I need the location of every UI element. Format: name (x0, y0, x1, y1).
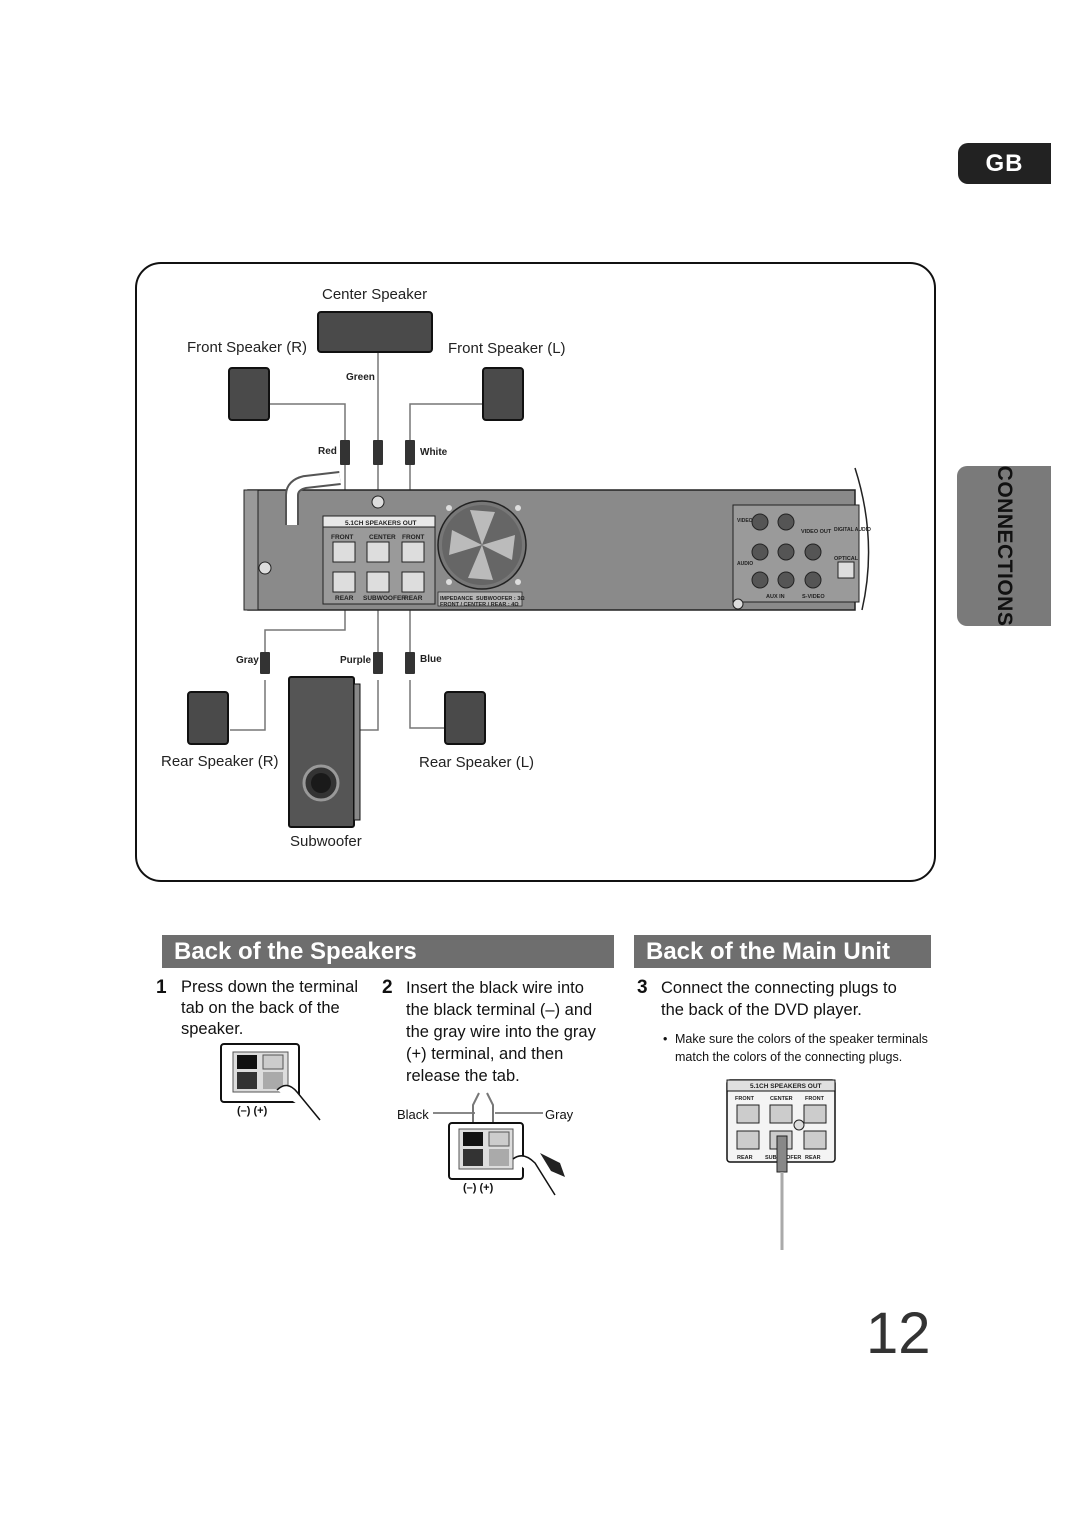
wire-purple-label: Purple (340, 655, 372, 666)
panel-title: 5.1CH SPEAKERS OUT (345, 520, 417, 527)
step-2-number: 2 (382, 977, 393, 998)
note-bullet-icon: • (663, 1032, 668, 1046)
connection-diagram: 5.1CH SPEAKERS OUT FRONT CENTER FRONT RE… (187, 311, 871, 828)
step-3-number: 3 (637, 977, 648, 998)
rear-left-speaker-icon (444, 691, 486, 745)
panel-front-l: FRONT (402, 534, 424, 541)
aux-in-label: AUX IN (766, 594, 785, 600)
step-1-line: Press down the terminal (181, 978, 358, 996)
fig3-front-r: FRONT (735, 1096, 755, 1102)
fig-press-tab: (–) (+) (220, 1043, 321, 1121)
audio-label: AUDIO (737, 561, 753, 567)
panel-rear-l: REAR (404, 595, 423, 602)
impedance-sub: SUBWOOFER : 3Ω (476, 596, 525, 602)
fig3-front-l: FRONT (805, 1096, 825, 1102)
step-2-line: (+) terminal, and then (406, 1045, 564, 1063)
step-3-line: the back of the DVD player. (661, 1001, 862, 1019)
wire-gray-label: Gray (236, 655, 259, 666)
front-right-speaker-label: Front Speaker (R) (187, 339, 308, 356)
back-of-speakers-header: Back of the Speakers (162, 935, 614, 968)
subwoofer-label: Subwoofer (290, 833, 362, 850)
step-1-text: Press down the terminal tab on the back … (181, 977, 381, 1040)
back-of-main-unit-header: Back of the Main Unit (634, 935, 931, 968)
fig3-rear-l: REAR (805, 1155, 821, 1161)
note-text: Make sure the colors of the speaker term… (675, 1030, 955, 1066)
fig3-rear-r: REAR (737, 1155, 753, 1161)
center-speaker-icon (317, 311, 433, 353)
step-1-number: 1 (156, 977, 167, 998)
note-line: match the colors of the connecting plugs… (675, 1050, 903, 1064)
video-out-label: VIDEO OUT (801, 529, 832, 535)
fig2-gray-label: Gray (545, 1107, 574, 1122)
wire-white-label: White (420, 447, 448, 458)
note-line: Make sure the colors of the speaker term… (675, 1032, 928, 1046)
fig2-polarity: (–) (+) (463, 1182, 494, 1194)
panel-rear-r: REAR (335, 595, 354, 602)
fig3-title: 5.1CH SPEAKERS OUT (750, 1083, 822, 1090)
video-label: VIDEO (737, 518, 753, 524)
step-1-line: speaker. (181, 1020, 244, 1038)
chapter-tab: CONNECTIONS (957, 466, 1051, 626)
fig-insert-wires: Black Gray (–) (+) (397, 1092, 574, 1196)
wire-green-label: Green (346, 372, 375, 383)
panel-center: CENTER (369, 534, 396, 541)
rear-left-speaker-label: Rear Speaker (L) (419, 754, 535, 771)
step-3-line: Connect the connecting plugs to (661, 979, 897, 997)
step-1-line: tab on the back of the (181, 999, 340, 1017)
fig1-polarity: (–) (+) (237, 1105, 268, 1117)
optical-label: OPTICAL (834, 556, 859, 562)
subwoofer-icon (288, 676, 361, 828)
panel-subwoofer: SUBWOOFER (363, 595, 406, 602)
wire-blue-label: Blue (420, 654, 442, 665)
rear-right-speaker-label: Rear Speaker (R) (161, 753, 279, 770)
page-number: 12 (866, 1301, 931, 1366)
front-left-speaker-label: Front Speaker (L) (448, 340, 566, 357)
rear-right-speaker-icon (187, 691, 229, 745)
language-tab: GB (958, 143, 1051, 184)
center-speaker-label: Center Speaker (322, 286, 428, 303)
digital-audio-label: DIGITAL AUDIO (834, 527, 871, 533)
fig2-black-label: Black (397, 1107, 429, 1122)
step-2-line: the black terminal (–) and (406, 1001, 593, 1019)
main-unit-back-panel (243, 467, 870, 611)
fig-terminal-panel: 5.1CH SPEAKERS OUT FRONT CENTER FRONT RE… (726, 1079, 836, 1250)
fig3-center: CENTER (770, 1096, 793, 1102)
s-video-label: S-VIDEO (802, 594, 825, 600)
step-2-line: the gray wire into the gray (406, 1023, 596, 1041)
step-3-text: Connect the connecting plugs to the back… (661, 977, 931, 1021)
impedance-label: IMPEDANCE (440, 596, 473, 602)
wire-red-label: Red (318, 446, 337, 457)
front-left-speaker-icon (482, 367, 524, 421)
step-2-text: Insert the black wire into the black ter… (406, 977, 616, 1087)
step-2-line: Insert the black wire into (406, 979, 584, 997)
panel-front-r: FRONT (331, 534, 353, 541)
front-right-speaker-icon (228, 367, 270, 421)
impedance-other: FRONT / CENTER / REAR : 4Ω (440, 602, 519, 608)
step-2-line: release the tab. (406, 1067, 520, 1085)
